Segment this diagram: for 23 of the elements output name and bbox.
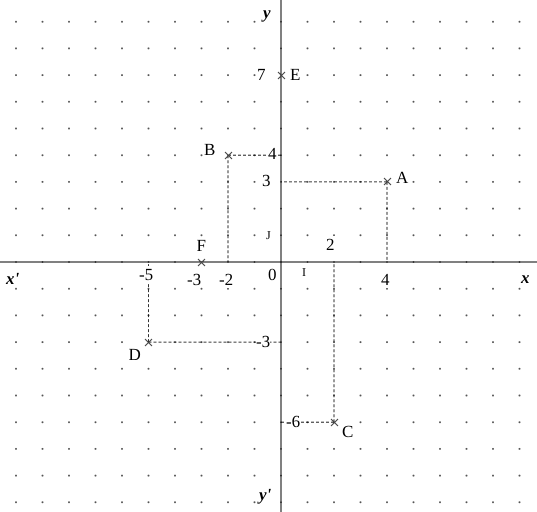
point-label: D: [128, 346, 141, 364]
axis-name: y': [259, 486, 272, 503]
point-label: F: [196, 237, 206, 254]
axis-name: y: [263, 4, 271, 21]
tick-label: 4: [268, 145, 276, 162]
axis-name: x: [521, 269, 530, 286]
tick-label: -5: [139, 266, 154, 283]
unit-mark: I: [302, 266, 306, 278]
tick-label: -6: [286, 413, 300, 430]
tick-label: 4: [381, 271, 390, 288]
point-label: A: [396, 168, 408, 186]
tick-label: -3: [187, 271, 202, 288]
point-label: B: [204, 141, 216, 158]
tick-label: -3: [256, 333, 270, 350]
tick-label: 0: [268, 266, 276, 283]
point-label: C: [342, 423, 354, 440]
tick-label: 7: [257, 66, 266, 83]
point-label: E: [290, 66, 300, 84]
tick-label: 3: [262, 172, 270, 189]
tick-label: -2: [219, 271, 234, 288]
tick-label: 2: [326, 236, 334, 253]
axis-name: x': [6, 270, 20, 287]
unit-mark: J: [266, 229, 271, 241]
